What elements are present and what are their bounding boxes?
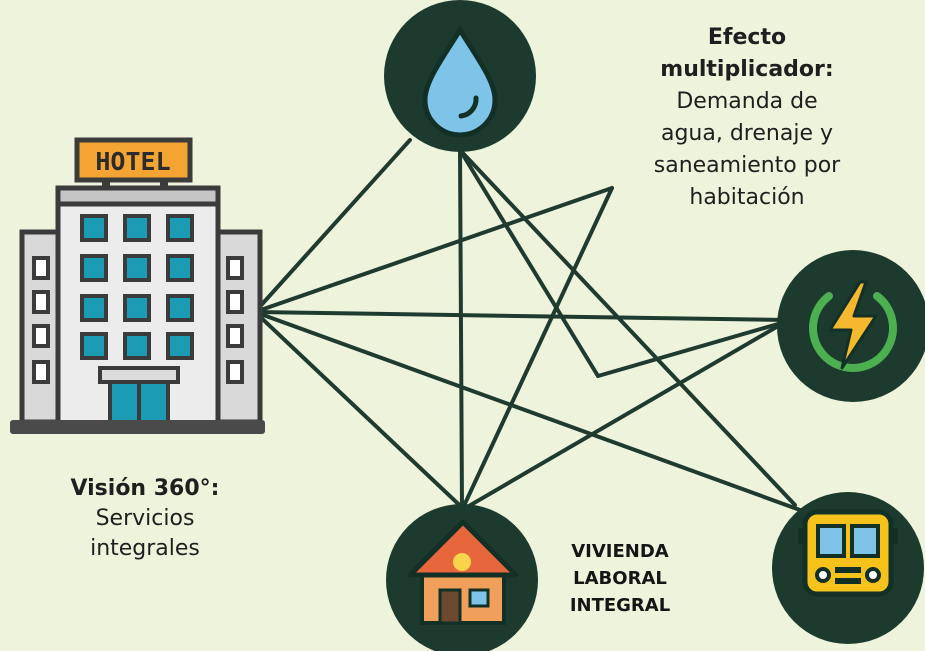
- vision-line-1: Servicios: [95, 506, 195, 531]
- link-water-energy: [458, 148, 600, 378]
- link-hotel-house: [253, 310, 472, 517]
- vision-caption: Visión 360°: Servicios integrales: [40, 474, 250, 564]
- house-node: [386, 504, 538, 651]
- vision-title: Visión 360°:: [70, 476, 220, 501]
- efecto-line-4: habitación: [689, 185, 805, 210]
- efecto-title-2: multiplicador:: [660, 57, 834, 82]
- link-water-house: [458, 148, 464, 512]
- bus-icon: [798, 509, 898, 597]
- link-hotel-energy: [253, 310, 787, 322]
- efecto-line-3: saneamiento por: [653, 153, 841, 178]
- water-drop-icon: [422, 25, 498, 138]
- hotel-sign-text: HOTEL: [95, 147, 170, 176]
- bus-node: [772, 492, 924, 644]
- efecto-line-1: Demanda de: [676, 89, 818, 114]
- link-hotel-bus: [253, 310, 802, 512]
- vivienda-caption: VIVIENDA LABORAL INTEGRAL: [540, 538, 700, 619]
- efecto-caption: Efecto multiplicador: Demanda de agua, d…: [612, 22, 882, 214]
- efecto-title-1: Efecto: [707, 25, 787, 50]
- link-efecto-house: [460, 186, 614, 512]
- link-hotel-water: [253, 138, 412, 314]
- link-energy-lower: [596, 320, 787, 378]
- link-water-bus: [458, 148, 797, 507]
- water-node: [384, 0, 536, 152]
- lightning-power-icon: [809, 280, 897, 372]
- link-house-energy: [460, 320, 787, 512]
- connection-lines: [253, 138, 802, 517]
- vision-line-2: integrales: [90, 536, 200, 561]
- vivienda-line-3: INTEGRAL: [569, 595, 671, 616]
- hotel-building-icon: HOTEL: [10, 137, 265, 434]
- vivienda-line-2: LABORAL: [573, 568, 667, 589]
- house-icon: [407, 519, 519, 625]
- link-hotel-efecto: [253, 186, 614, 314]
- efecto-line-2: agua, drenaje y: [660, 121, 833, 146]
- vivienda-line-1: VIVIENDA: [571, 541, 669, 562]
- energy-node: [777, 250, 925, 402]
